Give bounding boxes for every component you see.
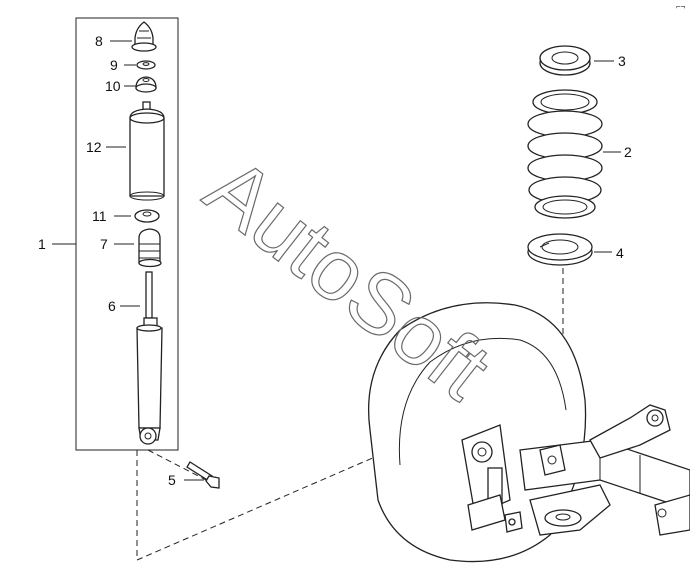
- part-10-bushing: [135, 76, 157, 93]
- callout-12: 12: [86, 139, 102, 155]
- callout-8: 8: [95, 33, 103, 49]
- part-5-bolt: [186, 461, 220, 489]
- corner-mark: ⌐¬: [676, 2, 686, 11]
- callout-6: 6: [108, 298, 116, 314]
- part-12-dust-boot: [129, 101, 165, 201]
- callout-3: 3: [618, 53, 626, 69]
- part-6-shock-absorber: [136, 271, 163, 445]
- part-4-lower-seat: [527, 233, 593, 266]
- callout-9: 9: [110, 57, 118, 73]
- callout-1: 1: [38, 236, 46, 252]
- part-9-washer: [136, 60, 156, 70]
- part-2-coil-spring: [527, 89, 603, 219]
- part-11-seat: [134, 209, 160, 223]
- assembly-bracket: [75, 17, 179, 451]
- part-3-upper-seat: [539, 45, 591, 76]
- callout-10: 10: [105, 78, 121, 94]
- part-8-cap: [131, 21, 157, 52]
- autosoft-watermark: AutoSoft: [188, 139, 507, 418]
- callout-2: 2: [624, 144, 632, 160]
- callout-4: 4: [616, 245, 624, 261]
- callout-11: 11: [92, 208, 107, 224]
- callout-5: 5: [168, 472, 176, 488]
- callout-7: 7: [100, 236, 108, 252]
- part-7-bump-stop: [138, 228, 162, 268]
- wheel-axle-assembly: [367, 302, 690, 563]
